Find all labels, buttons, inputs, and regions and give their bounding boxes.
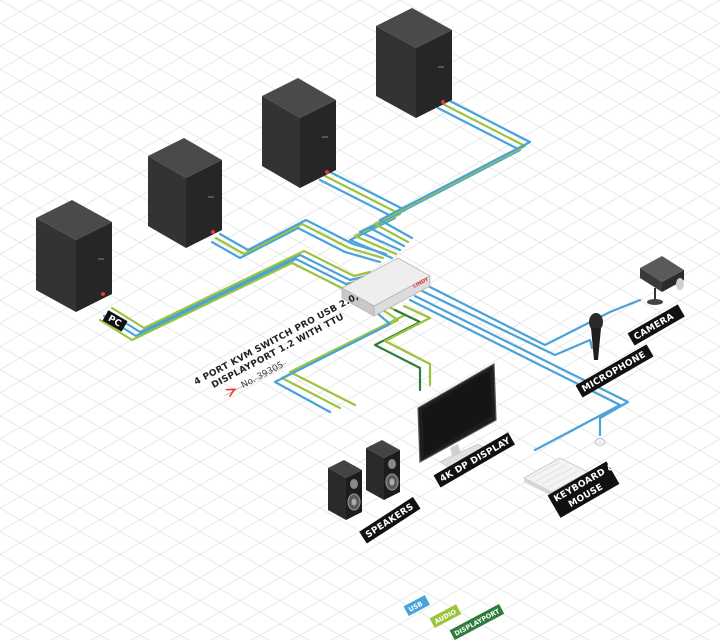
display-monitor: [417, 362, 497, 469]
cables: [98, 98, 642, 452]
pc-tower-2: [148, 138, 222, 248]
kvm-switch: LINDY: [341, 257, 431, 317]
pc-tower-3: [262, 78, 336, 188]
pc2-cables: [210, 218, 388, 264]
microphone: [589, 313, 603, 360]
mouse: [594, 438, 606, 446]
speaker-left: [328, 460, 362, 520]
camera: [640, 256, 684, 305]
pc4-cables: [368, 98, 532, 248]
pc-tower-4: [376, 8, 452, 118]
pc-tower-1: [36, 200, 112, 312]
speaker-right: [366, 440, 400, 500]
